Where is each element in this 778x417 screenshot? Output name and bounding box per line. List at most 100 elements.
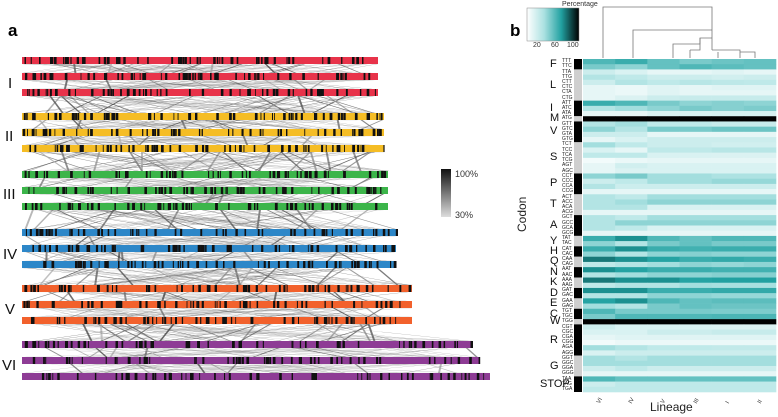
heatmap-cell — [711, 189, 745, 195]
gene-mark — [174, 245, 178, 252]
heatmap-cell — [679, 152, 712, 159]
synteny-link — [87, 80, 226, 89]
genome-track — [22, 341, 472, 348]
synteny-link — [204, 136, 371, 145]
genome-track — [22, 129, 384, 136]
gene-mark — [235, 229, 238, 236]
synteny-link — [250, 136, 311, 145]
gene-mark — [242, 187, 245, 194]
gene-mark — [26, 341, 28, 348]
gene-mark — [24, 285, 28, 292]
gene-mark — [311, 285, 315, 292]
gene-mark — [310, 245, 314, 252]
gene-mark — [63, 129, 65, 136]
synteny-link — [64, 80, 135, 89]
heatmap-cell — [743, 350, 777, 356]
synteny-link — [57, 120, 116, 129]
heatmap-cell — [679, 360, 712, 367]
gene-mark — [349, 203, 351, 210]
gene-mark — [370, 261, 372, 268]
heatmap-cell — [711, 85, 745, 91]
amino-acid-bar — [574, 324, 582, 356]
gene-mark — [56, 317, 58, 324]
gene-mark — [273, 89, 276, 96]
gene-mark — [105, 341, 108, 348]
gene-mark — [127, 187, 129, 194]
heatmap-cell — [711, 116, 745, 122]
gene-mark — [282, 187, 285, 194]
gene-mark — [292, 57, 295, 64]
heatmap-cell — [647, 64, 680, 70]
synteny-link — [161, 292, 352, 301]
gene-mark — [46, 229, 48, 236]
heatmap-cell — [583, 256, 616, 263]
heatmap-cell — [615, 303, 648, 310]
gene-mark — [236, 187, 240, 194]
gene-mark — [178, 57, 181, 64]
synteny-link — [166, 268, 369, 285]
gene-mark — [134, 261, 136, 268]
heatmap-cell — [647, 74, 680, 81]
gene-mark — [381, 171, 384, 178]
gene-mark — [374, 317, 376, 324]
synteny-link — [201, 120, 241, 129]
gene-mark — [221, 57, 224, 64]
heatmap-cell — [647, 287, 680, 294]
gene-mark — [37, 285, 39, 292]
synteny-link — [74, 308, 171, 317]
gene-mark — [380, 301, 383, 308]
synteny-link — [53, 210, 117, 229]
gene-mark — [31, 129, 34, 136]
gene-mark — [304, 285, 307, 292]
synteny-link — [292, 152, 376, 171]
gene-mark — [284, 171, 287, 178]
heatmap-cell — [743, 355, 777, 362]
gene-mark — [321, 89, 324, 96]
gene-mark — [58, 285, 61, 292]
heatmap-cell — [647, 137, 680, 143]
synteny-link — [131, 136, 382, 145]
synteny-link — [154, 236, 229, 245]
amino-acid-bar — [574, 194, 582, 216]
gene-mark — [36, 229, 38, 236]
gene-mark — [27, 89, 28, 96]
synteny-link — [88, 236, 355, 245]
synteny-link — [174, 120, 353, 129]
gene-mark — [191, 187, 194, 194]
lineage-block-4 — [22, 210, 398, 268]
synteny-link — [285, 292, 344, 301]
synteny-link — [360, 120, 376, 129]
synteny-link — [289, 152, 312, 171]
gene-mark — [192, 73, 194, 80]
gene-mark — [148, 113, 152, 120]
heatmap-cell — [711, 163, 745, 169]
gene-mark — [254, 203, 256, 210]
heatmap-cell — [583, 287, 616, 294]
synteny-link — [24, 80, 173, 89]
synteny-link — [204, 80, 347, 89]
synteny-link — [224, 96, 313, 113]
synteny-link — [161, 210, 298, 229]
gene-mark — [248, 89, 251, 96]
heatmap-cell — [743, 189, 777, 195]
synteny-link — [42, 64, 116, 73]
gene-mark — [117, 57, 120, 64]
synteny-link — [58, 64, 284, 73]
heatmap-cell — [743, 137, 777, 143]
synteny-link — [268, 64, 302, 73]
synteny-link — [212, 152, 385, 171]
gene-mark — [211, 245, 215, 252]
gene-mark — [264, 57, 267, 64]
synteny-link — [192, 292, 353, 301]
heatmap-cell — [743, 386, 777, 393]
synteny-link — [29, 236, 64, 245]
gene-mark — [118, 301, 122, 308]
gene-mark — [140, 203, 143, 210]
gene-mark — [153, 145, 156, 152]
heatmap-cell — [615, 183, 648, 190]
gene-mark — [340, 73, 343, 80]
heatmap-cell — [583, 345, 616, 351]
synteny-link — [95, 120, 308, 129]
gene-mark — [340, 113, 343, 120]
synteny-link — [114, 178, 331, 187]
